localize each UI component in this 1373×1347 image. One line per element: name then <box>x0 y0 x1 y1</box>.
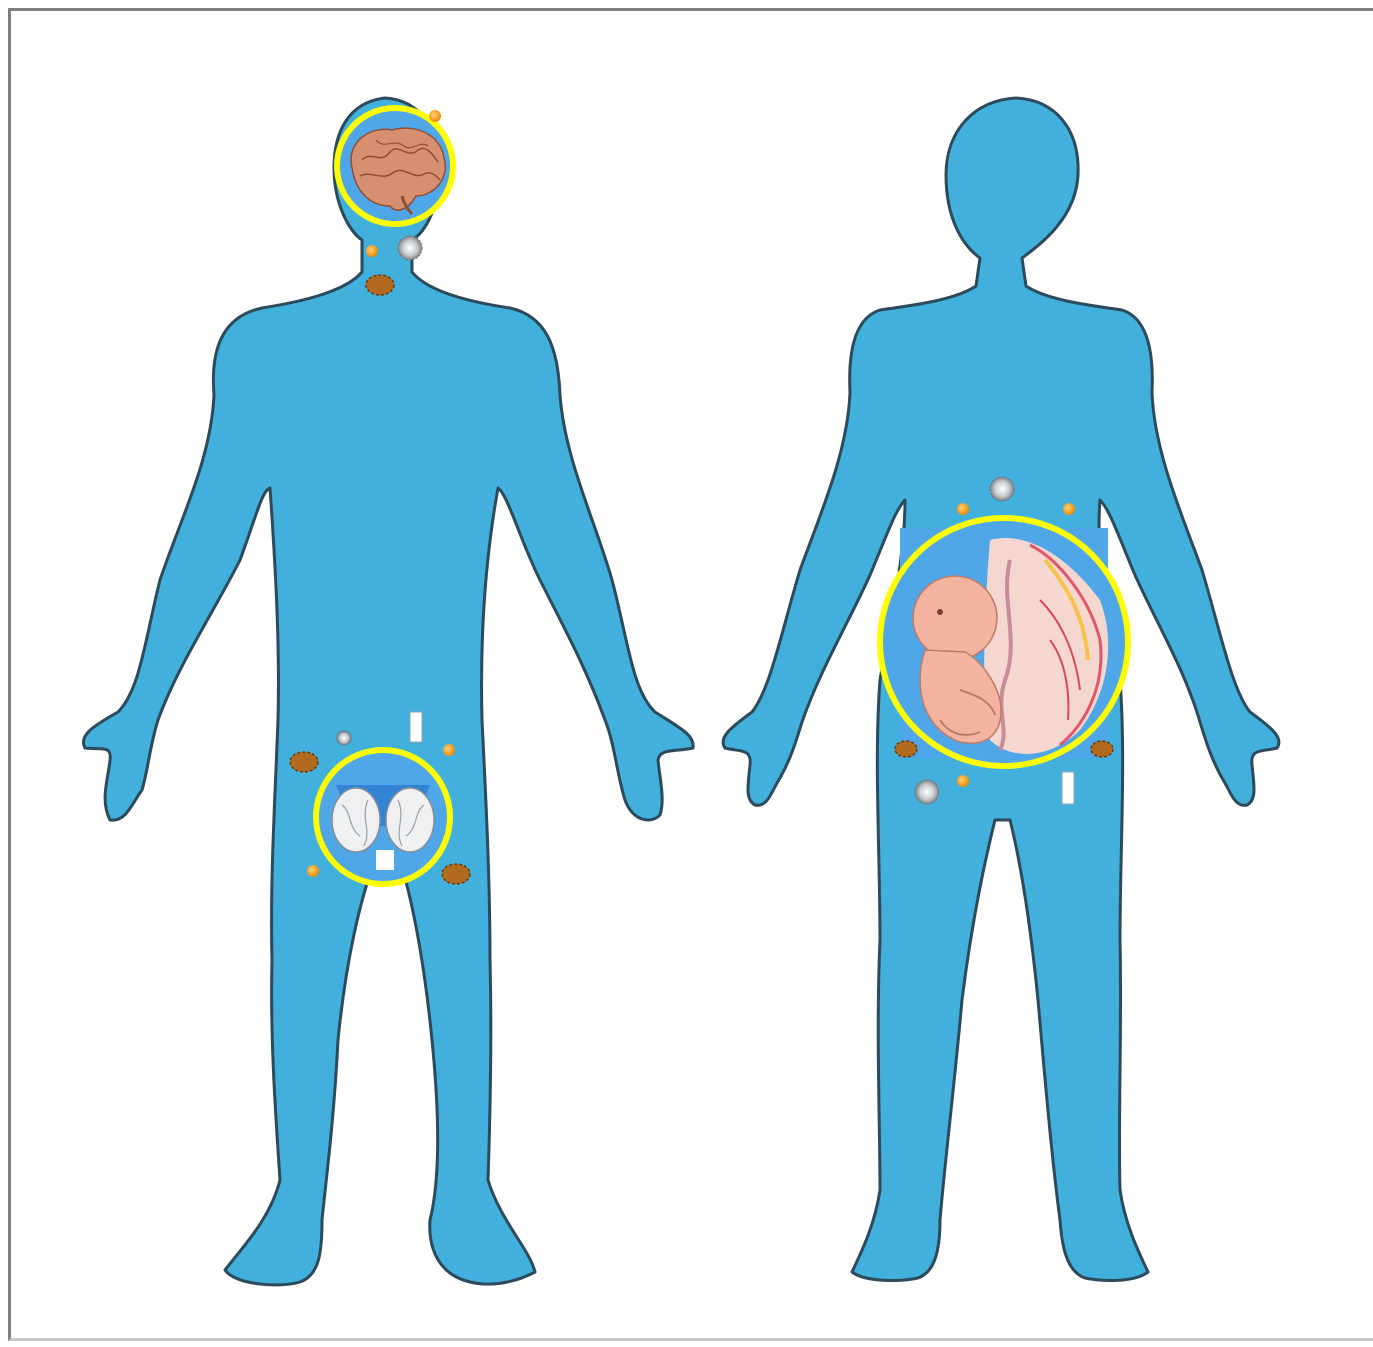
male-body-silhouette <box>83 98 693 1285</box>
grey-molecule-icon <box>337 731 351 745</box>
testes-highlight <box>316 750 450 884</box>
brown-molecule-icon <box>1091 741 1113 757</box>
grey-molecule-icon <box>915 780 939 804</box>
hormone-dot-icon <box>443 744 455 756</box>
female-body <box>723 98 1279 1280</box>
hormone-dot-icon <box>307 865 319 877</box>
hormone-dot-icon <box>429 110 441 122</box>
brain-highlight <box>337 108 453 224</box>
hormone-dot-icon <box>957 503 969 515</box>
brown-molecule-icon <box>290 752 318 772</box>
brown-molecule-icon <box>895 741 917 757</box>
hormone-dot-icon <box>366 245 378 257</box>
hormone-dot-icon <box>957 775 969 787</box>
white-bar-icon <box>1062 772 1074 804</box>
male-body <box>83 98 693 1285</box>
hormone-dot-icon <box>1063 503 1075 515</box>
white-bar-icon <box>410 712 422 742</box>
brown-molecule-icon <box>442 864 470 884</box>
uterus-highlight <box>880 518 1130 768</box>
grey-molecule-icon <box>398 236 422 260</box>
grey-molecule-icon <box>990 477 1014 501</box>
brown-molecule-icon <box>366 275 394 295</box>
